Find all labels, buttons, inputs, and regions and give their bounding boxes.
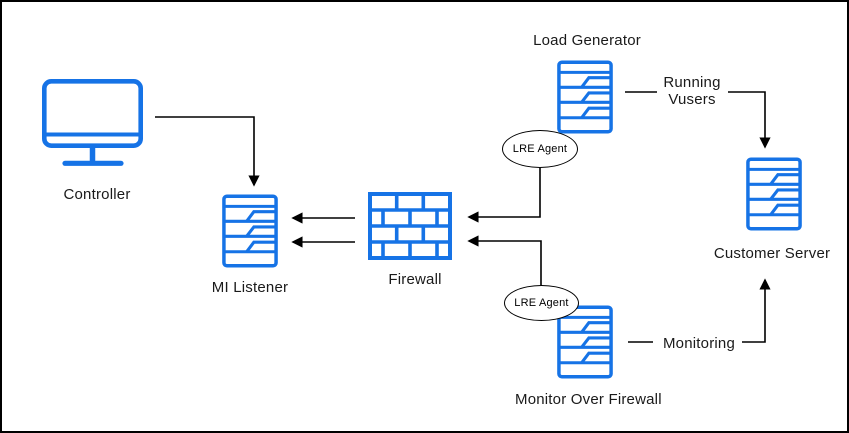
firewall-label: Firewall	[388, 271, 442, 288]
edge-running-vusers-to-customer-server	[728, 91, 771, 149]
running-vusers-line2: Vusers	[668, 91, 716, 108]
edge-controller-to-mi-listener	[155, 116, 260, 187]
edge-lre-agent-bottom-to-firewall	[467, 235, 542, 285]
running-vusers-label: Running Vusers	[642, 74, 742, 108]
controller-monitor-icon	[42, 79, 143, 167]
edge-monitoring-to-customer-server	[742, 278, 771, 343]
lre-agent-top-label: LRE Agent	[512, 143, 568, 155]
firewall-brick-icon	[368, 192, 452, 260]
controller-label: Controller	[63, 186, 131, 203]
lre-agent-top-ellipse: LRE Agent	[502, 130, 578, 168]
edge-lre-agent-top-to-firewall	[467, 168, 541, 223]
monitor-over-firewall-label: Monitor Over Firewall	[515, 391, 662, 408]
customer-server-icon	[746, 156, 802, 232]
customer-server-label: Customer Server	[713, 245, 831, 262]
lre-agent-bottom-label: LRE Agent	[514, 297, 569, 309]
load-generator-label: Load Generator	[533, 32, 641, 49]
running-vusers-line1: Running	[663, 74, 721, 91]
monitoring-label: Monitoring	[662, 335, 736, 352]
load-generator-server-icon	[557, 59, 613, 135]
lre-agent-bottom-ellipse: LRE Agent	[504, 285, 579, 321]
mi-listener-server-icon	[222, 193, 278, 269]
mi-listener-label: MI Listener	[211, 279, 289, 296]
